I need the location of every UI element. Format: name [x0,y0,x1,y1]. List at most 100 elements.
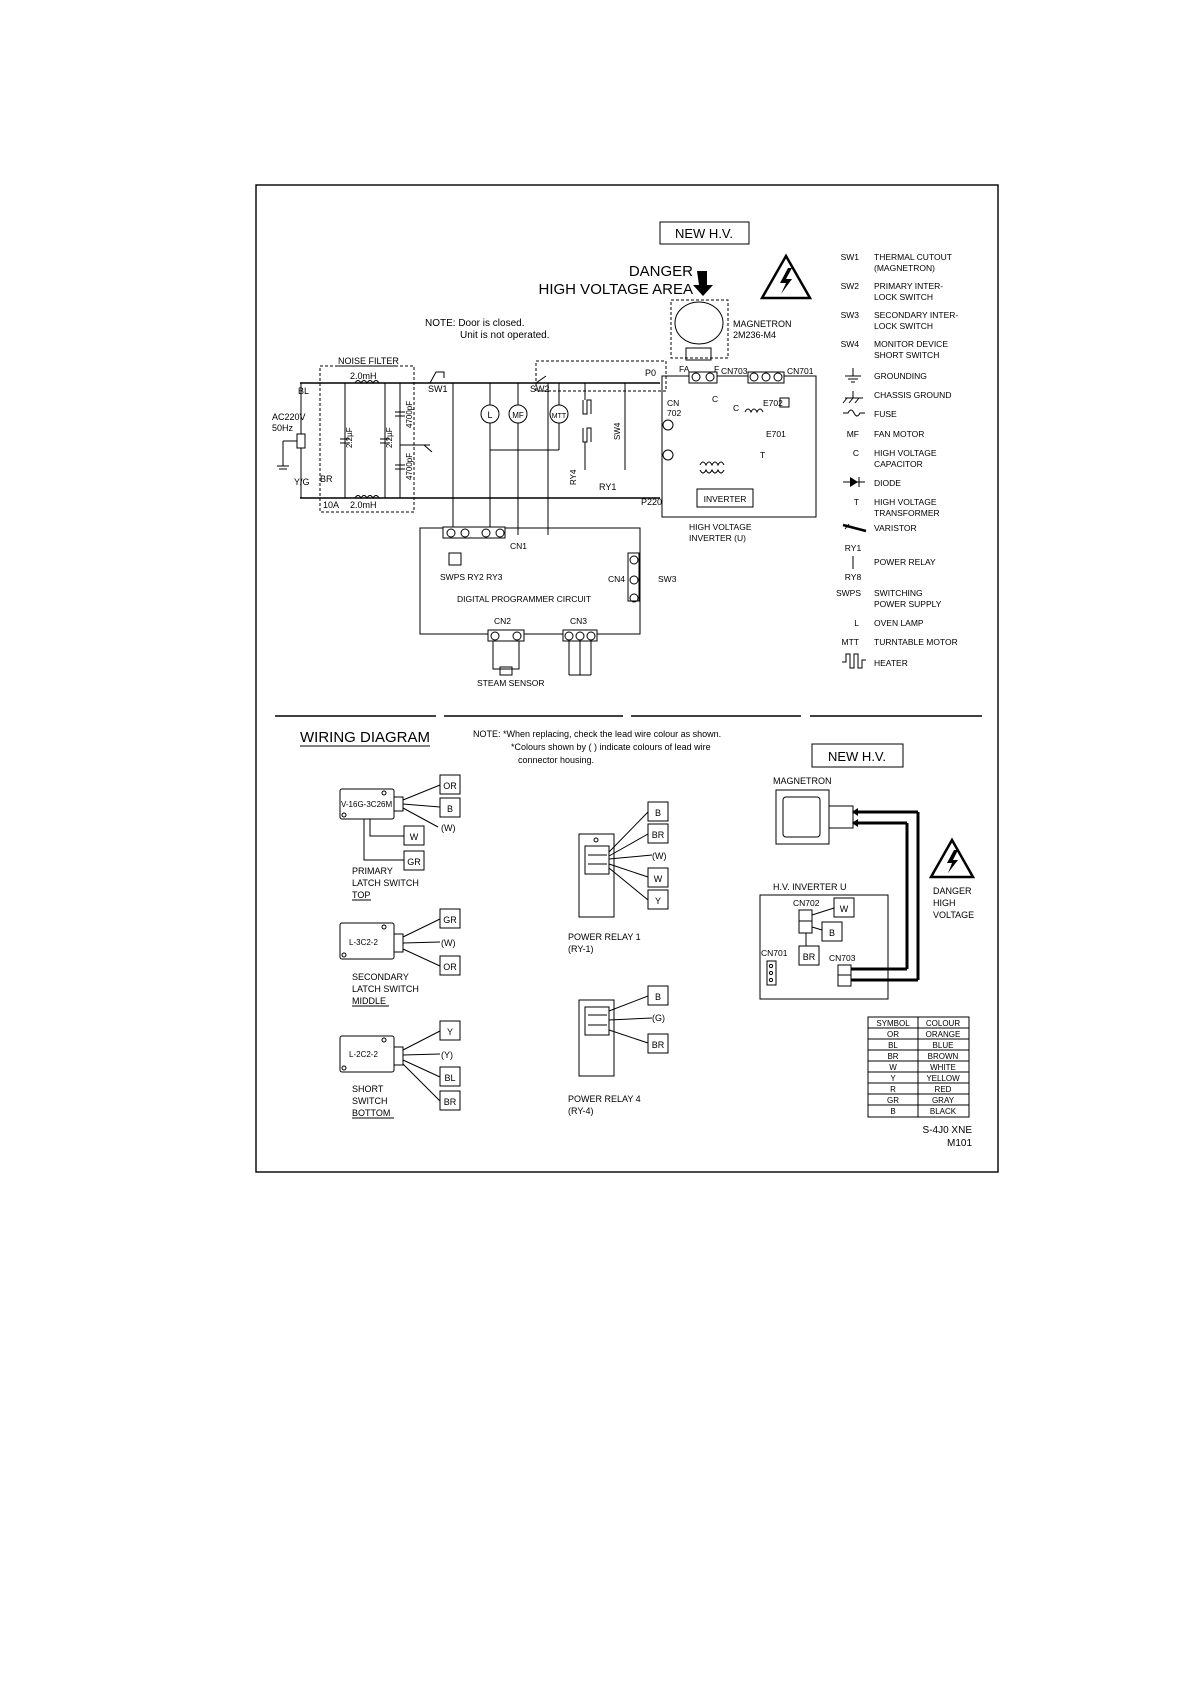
svg-text:F: F [714,364,719,374]
svg-text:SW2: SW2 [841,281,860,291]
svg-text:C: C [733,403,739,413]
svg-text:E701: E701 [766,429,786,439]
svg-text:CN: CN [667,398,679,408]
svg-text:HIGH VOLTAGE AREA: HIGH VOLTAGE AREA [539,281,693,298]
svg-text:W: W [840,904,849,914]
svg-text:GRAY: GRAY [932,1096,955,1105]
svg-text:SW1: SW1 [428,384,448,394]
svg-text:OR: OR [887,1030,899,1039]
svg-text:NOISE FILTER: NOISE FILTER [338,356,399,366]
svg-text:CN702: CN702 [793,898,820,908]
svg-text:MF: MF [512,411,524,420]
svg-text:CN2: CN2 [494,616,511,626]
svg-text:NEW H.V.: NEW H.V. [675,226,733,241]
svg-text:2.2µF: 2.2µF [345,427,354,448]
chassis-ground-icon [842,391,863,404]
svg-text:T: T [760,450,765,460]
svg-text:DANGER: DANGER [629,263,693,280]
svg-text:VOLTAGE: VOLTAGE [933,910,974,920]
svg-text:RED: RED [935,1085,952,1094]
svg-text:L: L [487,410,492,420]
svg-text:BL: BL [888,1041,898,1050]
secondary-latch-switch: L-3C2-2 GR (W) OR SECONDARY LATCH SWITCH… [339,908,461,1007]
svg-text:CN3: CN3 [570,616,587,626]
svg-text:Unit is not operated.: Unit is not operated. [460,330,550,341]
svg-text:Y: Y [447,1027,453,1037]
svg-text:SW4: SW4 [841,339,860,349]
power-relay-4: B (G) BR POWER RELAY 4 (RY-4) [568,985,669,1116]
svg-text:BR: BR [320,474,333,484]
danger-warning-icon [928,837,976,879]
svg-text:*Colours shown by ( ) indic: *Colours shown by ( ) indicate colours o… [511,742,711,752]
svg-text:R: R [890,1085,896,1094]
svg-text:RY8: RY8 [845,572,862,582]
svg-text:RY1: RY1 [599,482,616,492]
svg-text:SWPS RY2 RY3: SWPS RY2 RY3 [440,572,503,582]
svg-text:POWER RELAY 4: POWER RELAY 4 [568,1094,641,1104]
svg-text:CN703: CN703 [721,366,748,376]
svg-text:FAN MOTOR: FAN MOTOR [874,429,924,439]
svg-text:HIGH VOLTAGE: HIGH VOLTAGE [874,497,937,507]
svg-text:P220: P220 [641,497,662,507]
svg-text:L-2C2-2: L-2C2-2 [349,1050,378,1059]
svg-text:SW4: SW4 [613,422,622,440]
svg-text:C: C [712,394,718,404]
svg-text:MF: MF [847,429,859,439]
svg-text:DIGITAL PROGRAMMER CIRCUIT: DIGITAL PROGRAMMER CIRCUIT [457,594,591,604]
svg-text:CN701: CN701 [761,948,788,958]
svg-text:Y/G: Y/G [294,477,310,487]
danger-heading: DANGER HIGH VOLTAGE AREA [539,263,713,298]
svg-text:HEATER: HEATER [874,658,908,668]
svg-text:Y: Y [890,1074,896,1083]
svg-text:AC220V: AC220V [272,412,306,422]
svg-text:NOTE: Door is closed.: NOTE: Door is closed. [425,318,524,329]
svg-text:GR: GR [887,1096,899,1105]
svg-text:(RY-4): (RY-4) [568,1106,594,1116]
svg-text:4700pF: 4700pF [405,401,414,428]
svg-text:VARISTOR: VARISTOR [874,523,917,533]
svg-text:SWPS: SWPS [836,588,861,598]
svg-text:(RY-1): (RY-1) [568,944,594,954]
svg-text:BR: BR [887,1052,898,1061]
svg-text:BLACK: BLACK [930,1107,957,1116]
svg-text:(W): (W) [441,938,456,948]
svg-text:OR: OR [443,781,457,791]
svg-text:RY1: RY1 [845,543,862,553]
varistor-icon [842,523,867,533]
svg-text:SW2: SW2 [530,384,550,394]
svg-text:TRANSFORMER: TRANSFORMER [874,508,940,518]
svg-text:4700pF: 4700pF [405,453,414,480]
svg-text:2.0mH: 2.0mH [350,500,377,510]
symbol-legend: SW1 THERMAL CUTOUT (MAGNETRON) SW2 PRIMA… [836,252,958,669]
grounding-icon [845,368,861,383]
svg-text:CHASSIS GROUND: CHASSIS GROUND [874,390,951,400]
svg-text:W: W [654,874,663,884]
svg-text:CAPACITOR: CAPACITOR [874,459,923,469]
svg-text:SHORT: SHORT [352,1084,384,1094]
sheet-frame [255,184,999,1173]
svg-text:MIDDLE: MIDDLE [352,996,386,1006]
svg-text:SWITCHING: SWITCHING [874,588,923,598]
hv-wiring: MAGNETRON H.V. INVERTER U CN702 W B [759,776,976,1000]
svg-text:STEAM SENSOR: STEAM SENSOR [477,678,545,688]
svg-text:B: B [890,1107,895,1116]
heater-icon [842,653,866,669]
fuse-icon [843,409,865,417]
svg-text:MAGNETRON: MAGNETRON [773,776,832,786]
svg-text:NEW H.V.: NEW H.V. [828,749,886,764]
svg-text:P0: P0 [645,368,656,378]
svg-text:BLUE: BLUE [933,1041,954,1050]
svg-text:BR: BR [444,1097,457,1107]
svg-text:BOTTOM: BOTTOM [352,1108,390,1118]
diode-icon [843,477,865,487]
svg-text:connector housing.: connector housing. [518,755,594,765]
svg-text:SWITCH: SWITCH [352,1096,388,1106]
note-door-closed: NOTE: Door is closed. Unit is not operat… [425,318,550,341]
colour-table: SYMBOL COLOUR OR ORANGE BL BLUE BR BROWN… [867,1016,970,1118]
wiring-diagram: WIRING DIAGRAM NOTE: *When replacing, ch… [300,729,976,1149]
svg-text:702: 702 [667,408,681,418]
svg-text:BL: BL [444,1073,455,1083]
svg-text:SECONDARY INTER-: SECONDARY INTER- [874,310,958,320]
svg-text:2.2µF: 2.2µF [385,427,394,448]
svg-text:BR: BR [803,952,816,962]
